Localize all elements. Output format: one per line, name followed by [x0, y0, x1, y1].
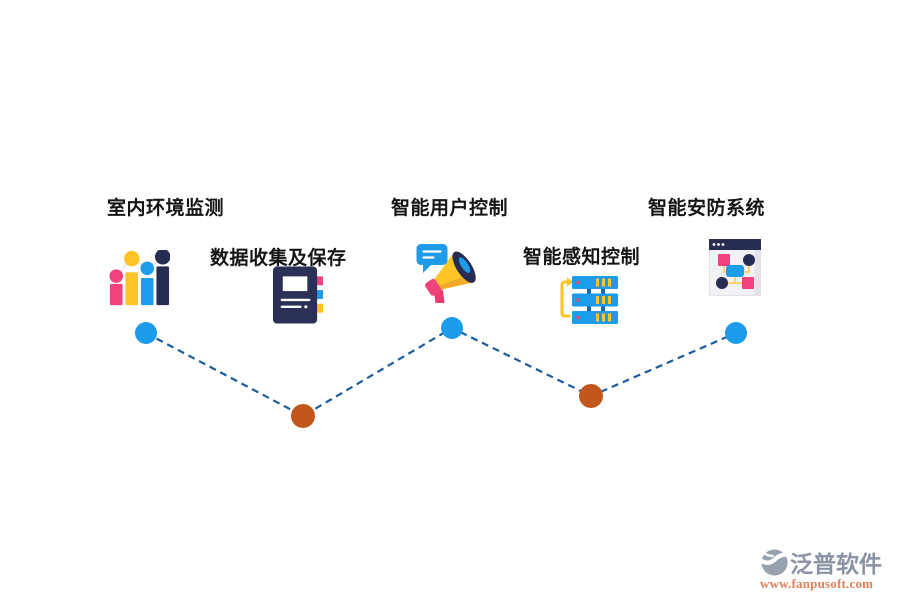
step-label-smart-user-control: 智能用户控制 — [391, 197, 509, 219]
watermark-url: www.fanpusoft.com — [760, 576, 874, 591]
step-label-smart-security-system: 智能安防系统 — [648, 197, 766, 219]
milestone-dot-4 — [579, 384, 603, 408]
milestone-dot-5 — [725, 322, 747, 344]
megaphone-icon — [416, 239, 482, 303]
bar-chart-icon — [108, 250, 170, 308]
flowchart-window-icon — [709, 239, 761, 296]
dashed-line — [145, 326, 737, 418]
milestone-dot-2 — [291, 404, 315, 428]
notebook-icon — [271, 266, 324, 326]
step-label-indoor-monitoring: 室内环境监测 — [107, 197, 225, 219]
fanpu-logo-icon — [760, 548, 789, 576]
milestone-dot-1 — [135, 322, 157, 344]
watermark-brand: 泛普软件 — [790, 552, 882, 577]
server-stack-icon — [558, 274, 620, 326]
step-label-data-collection: 数据收集及保存 — [210, 247, 347, 269]
step-label-smart-sensing-control: 智能感知控制 — [523, 246, 641, 268]
milestone-dot-3 — [441, 317, 463, 339]
watermark: 泛普软件 www.fanpusoft.com — [760, 545, 892, 592]
